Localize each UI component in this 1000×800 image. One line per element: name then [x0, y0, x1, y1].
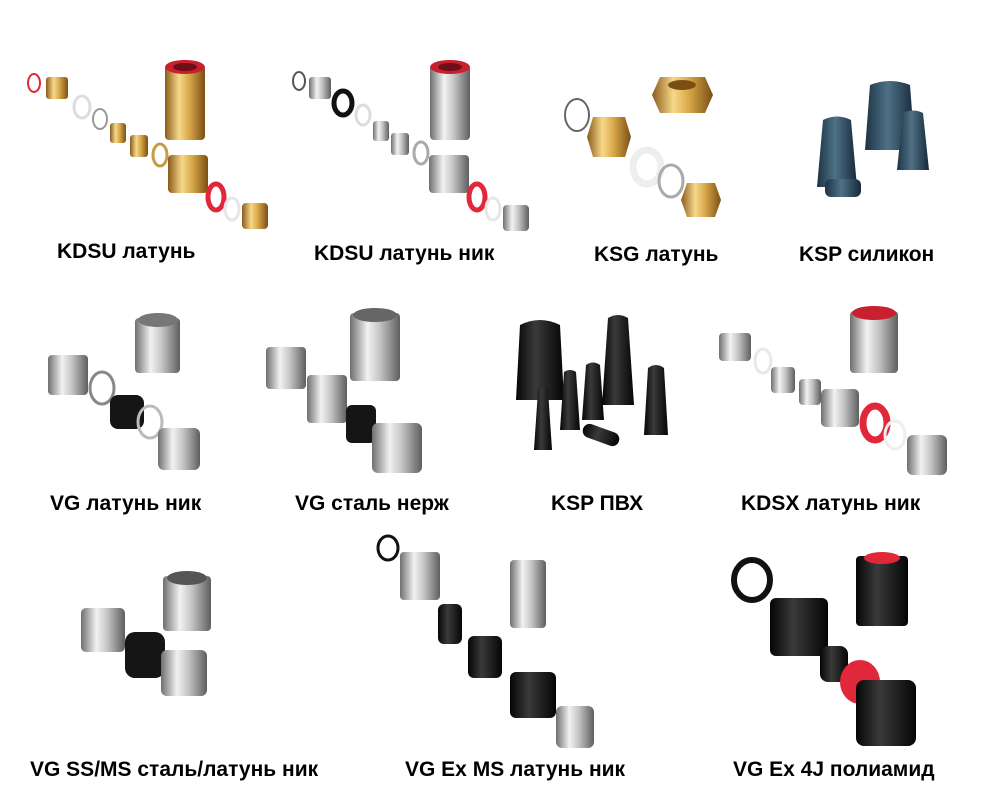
vg-ex-4j-parts: [731, 552, 916, 746]
vg-ex-4j-image: [731, 552, 916, 746]
ksg-brass-parts: [564, 77, 721, 217]
kdsu-nickel-image: [292, 60, 529, 231]
label-vg-ex-ms: VG Ex MS латунь ник: [405, 758, 626, 781]
ksp-silicone-boots: [817, 81, 929, 197]
vg-brass-nickel-parts: [48, 313, 200, 470]
label-vg-stainless: VG сталь нерж: [295, 492, 449, 515]
label-ksp-pvc: KSP ПВХ: [551, 492, 644, 515]
label-ksg-brass: KSG латунь: [594, 243, 719, 266]
label-ksp-silicone: KSP силикон: [799, 243, 935, 266]
label-vg-brass-nickel: VG латунь ник: [50, 492, 202, 515]
ksg-brass-image: [564, 77, 721, 217]
kdsu-brass-parts: [27, 73, 268, 229]
kdsu-nickel-body: [430, 60, 470, 140]
kdsx-nickel-body: [850, 306, 898, 373]
label-vg-ss-ms: VG SS/MS сталь/латунь ник: [30, 758, 319, 781]
ksp-pvc-boots: [516, 315, 668, 450]
ksp-silicone-image: [817, 81, 929, 197]
label-vg-ex-4j: VG Ex 4J полиамид: [733, 758, 935, 781]
label-kdsu-nickel: KDSU латунь ник: [314, 242, 495, 265]
kdsu-brass-image: [27, 60, 268, 229]
ksp-pvc-image: [516, 315, 668, 450]
kdsx-nickel-parts: [719, 333, 947, 475]
vg-ss-ms-parts: [81, 571, 211, 696]
kdsu-nickel-parts: [292, 71, 529, 231]
vg-stainless-image: [266, 308, 422, 473]
vg-stainless-parts: [266, 308, 422, 473]
kdsx-nickel-image: [719, 306, 947, 475]
vg-ex-ms-parts: [376, 534, 594, 748]
label-kdsx-nickel: KDSX латунь ник: [741, 492, 921, 515]
vg-brass-nickel-image: [48, 313, 200, 470]
vg-ss-ms-image: [81, 571, 211, 696]
kdsu-brass-body: [165, 60, 205, 140]
label-kdsu-brass: KDSU латунь: [57, 240, 196, 263]
vg-ex-ms-image: [376, 534, 594, 748]
